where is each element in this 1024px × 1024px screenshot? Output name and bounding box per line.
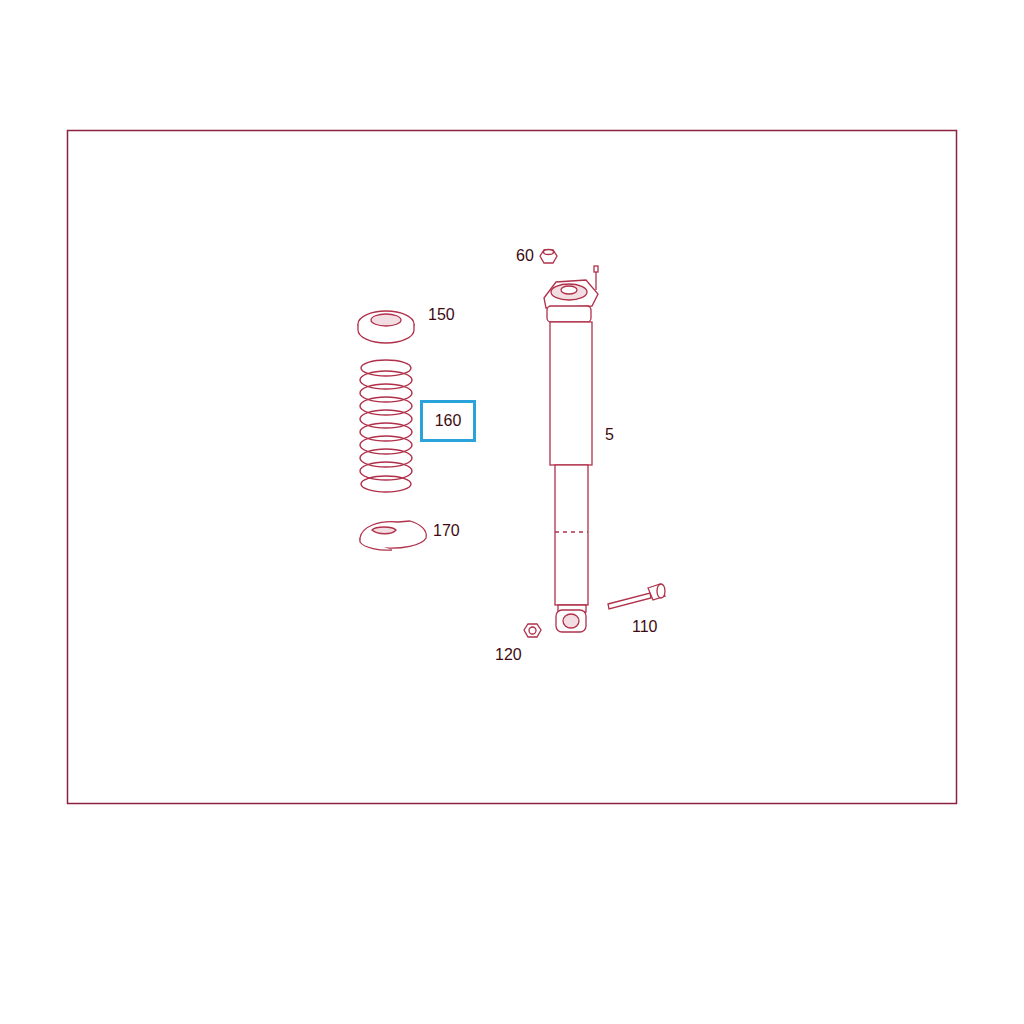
- shock-absorber: [544, 266, 598, 632]
- coil-spring: [360, 462, 412, 480]
- lower-nut: [524, 624, 541, 637]
- shock-absorber: [556, 610, 586, 632]
- shock-absorber: [555, 465, 588, 605]
- shock-absorber: [550, 322, 592, 465]
- spring-seat-upper: [358, 324, 414, 343]
- bolt: [648, 584, 665, 600]
- top-nut: [540, 250, 557, 264]
- top-nut: [540, 250, 557, 263]
- shock-absorber: [544, 280, 598, 308]
- shock-absorber: [561, 286, 577, 294]
- callout-number: 170: [432, 522, 461, 540]
- shock-absorber: [547, 306, 591, 322]
- bolt: [657, 584, 665, 598]
- bolt: [608, 584, 665, 609]
- lower-nut: [529, 627, 536, 634]
- bolt: [608, 593, 651, 609]
- spring-seat-lower: [372, 527, 396, 534]
- frame: [68, 131, 957, 804]
- callout-number: 160: [435, 412, 462, 430]
- shock-absorber: [563, 614, 579, 628]
- lower-nut: [524, 624, 541, 637]
- callout-number: 110: [631, 618, 659, 636]
- spring-seat-lower: [360, 538, 392, 550]
- callout-number: 5: [604, 426, 615, 444]
- spring-seat-lower: [360, 521, 426, 550]
- top-nut: [544, 250, 554, 255]
- callout-number: 150: [427, 306, 456, 324]
- spring-seat-upper: [371, 314, 401, 326]
- shock-absorber: [551, 284, 587, 300]
- spring-seat-upper: [358, 311, 414, 343]
- callout-number: 60: [515, 247, 535, 265]
- coil-spring: [361, 476, 411, 492]
- coil-spring: [360, 360, 412, 492]
- callout-number: 120: [494, 646, 523, 664]
- highlight-box: 160: [420, 400, 476, 442]
- shock-absorber: [594, 266, 598, 272]
- shock-absorber: [555, 531, 588, 532]
